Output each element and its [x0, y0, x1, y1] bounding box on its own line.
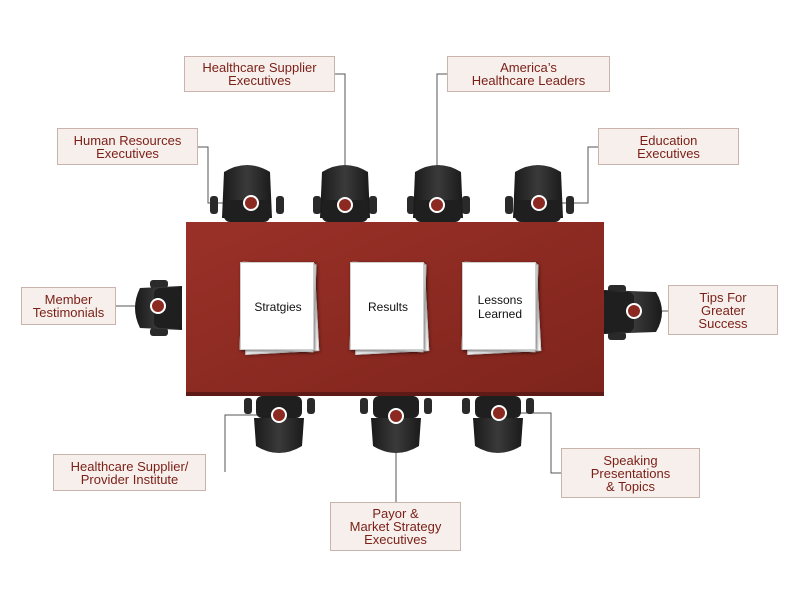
label-speaking-presentations-topics[interactable]: Speaking Presentations & Topics: [561, 448, 700, 498]
document-lessons-learned[interactable]: Lessons Learned: [461, 261, 542, 355]
document-lessons-learned-text: Lessons Learned: [477, 293, 523, 321]
connector-education: [539, 146, 598, 204]
label-payor-market-strategy-executives[interactable]: Payor & Market Strategy Executives: [330, 502, 461, 551]
seat-dot-institute[interactable]: [271, 407, 287, 423]
chair-top-4: [505, 165, 574, 222]
label-education-executives[interactable]: Education Executives: [598, 128, 739, 165]
chair-bottom-1: [244, 396, 315, 453]
seat-dot-education[interactable]: [531, 195, 547, 211]
chair-top-1: [210, 165, 284, 222]
document-results-text: Results: [367, 300, 408, 314]
label-tips-for-greater-success[interactable]: Tips For Greater Success: [668, 285, 778, 335]
connector-leaders: [436, 73, 447, 205]
seat-dot-supplier[interactable]: [337, 197, 353, 213]
label-americas-healthcare-leaders[interactable]: America’s Healthcare Leaders: [447, 56, 610, 92]
chair-bottom-2: [360, 396, 432, 453]
seat-dot-member[interactable]: [150, 298, 166, 314]
label-human-resources-executives[interactable]: Human Resources Executives: [57, 128, 198, 165]
document-strategies[interactable]: Stratgies: [239, 261, 320, 355]
connector-supplier: [335, 73, 346, 205]
chair-top-3: [407, 165, 470, 222]
seat-dot-tips[interactable]: [626, 303, 642, 319]
chair-bottom-3: [462, 396, 534, 453]
document-strategies-text: Stratgies: [254, 300, 302, 314]
label-healthcare-supplier-provider-institute[interactable]: Healthcare Supplier/ Provider Institute: [53, 454, 206, 491]
chair-top-2: [313, 165, 377, 222]
label-healthcare-supplier-executives[interactable]: Healthcare Supplier Executives: [184, 56, 335, 92]
seat-dot-leaders[interactable]: [429, 197, 445, 213]
seat-dot-speaking[interactable]: [491, 405, 507, 421]
connector-speaking: [499, 412, 561, 474]
label-member-testimonials[interactable]: Member Testimonials: [21, 287, 116, 325]
seat-markers: [150, 195, 642, 424]
document-results[interactable]: Results: [349, 261, 430, 355]
seat-dot-hr[interactable]: [243, 195, 259, 211]
seat-dot-payor[interactable]: [388, 408, 404, 424]
